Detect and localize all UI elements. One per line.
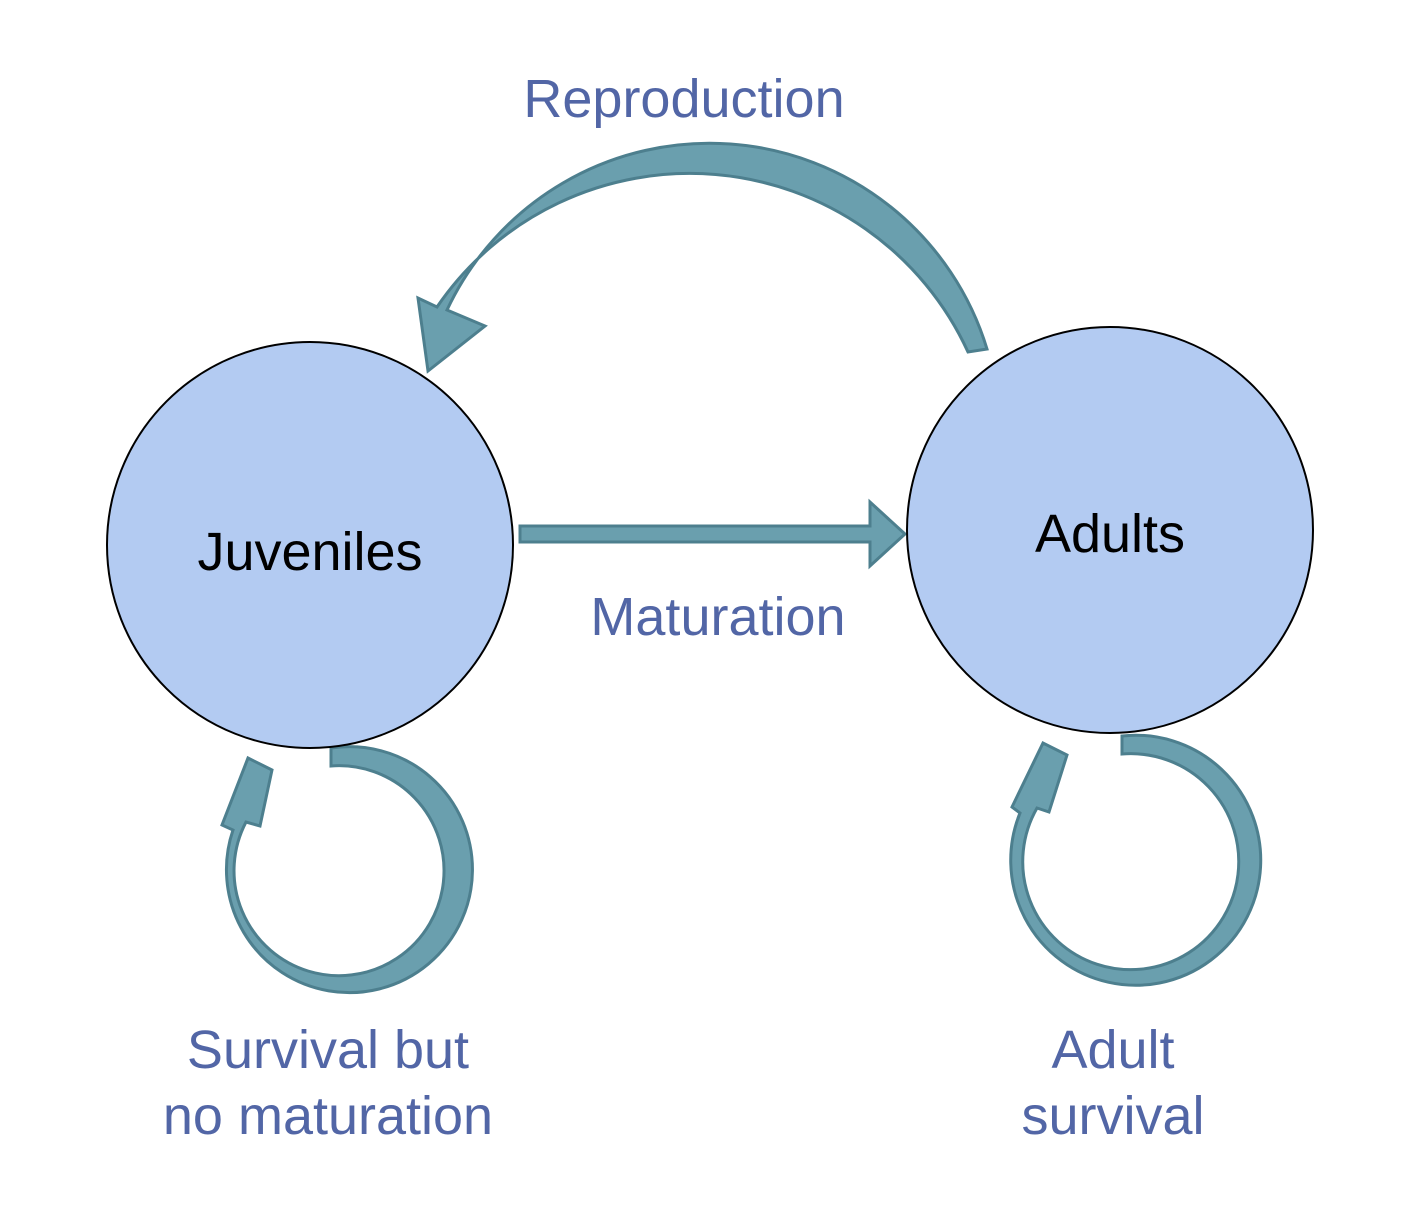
juveniles-node (106, 341, 514, 749)
juvenile-survival-label-line1: Survival but (187, 1020, 469, 1080)
juvenile-survival-loop-arrow (220, 745, 474, 995)
adult-survival-loop-arrow (1009, 733, 1263, 987)
adult-survival-label-line1: Adult (1051, 1020, 1174, 1080)
juvenile-survival-label-line2: no maturation (163, 1086, 493, 1146)
adults-label: Adults (1035, 504, 1185, 564)
adults-node (906, 326, 1314, 734)
reproduction-arrow (416, 141, 989, 374)
adult-survival-label-line2: survival (1021, 1086, 1204, 1146)
juveniles-label: Juveniles (197, 522, 422, 582)
reproduction-label: Reproduction (523, 69, 844, 129)
maturation-label: Maturation (590, 587, 845, 647)
maturation-arrow (518, 498, 908, 570)
